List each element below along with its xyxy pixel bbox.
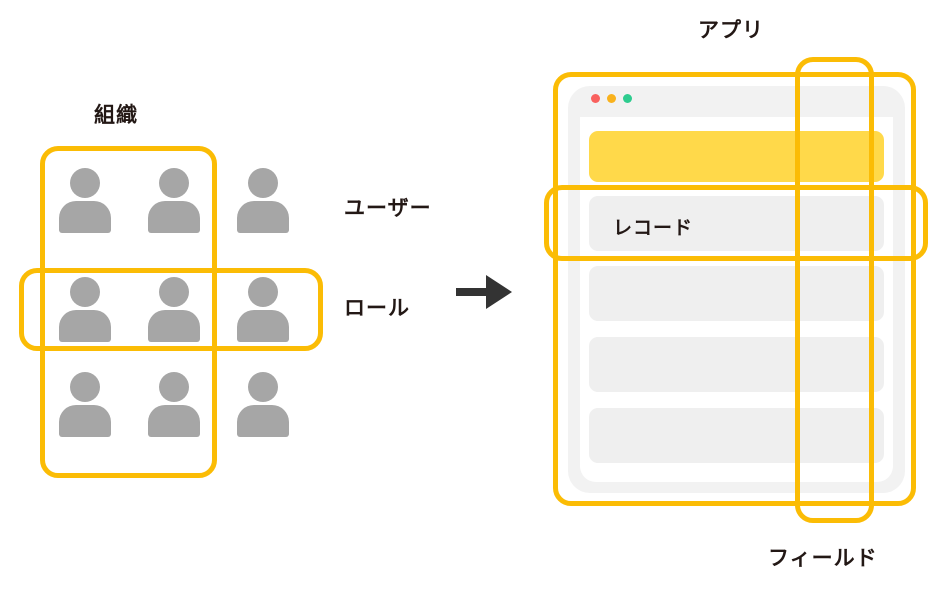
- person-head: [159, 372, 189, 402]
- record-label: レコード: [613, 217, 694, 239]
- person-body: [148, 201, 200, 233]
- record-row[interactable]: [589, 196, 884, 251]
- maximize-dot[interactable]: [623, 94, 632, 103]
- person-body: [59, 405, 111, 437]
- role-highlight-box: [19, 268, 323, 351]
- field-label: フィールド: [768, 546, 878, 570]
- person-head: [248, 168, 278, 198]
- field-highlight-box: [795, 57, 874, 523]
- person-head: [248, 372, 278, 402]
- person-body: [59, 310, 111, 342]
- person-body: [237, 405, 289, 437]
- person-icon: [235, 277, 291, 342]
- person-head: [70, 277, 100, 307]
- person-icon: [57, 277, 113, 342]
- minimize-dot[interactable]: [607, 94, 616, 103]
- user-label: ユーザー: [344, 196, 432, 220]
- data-row-3[interactable]: [589, 337, 884, 392]
- organization-highlight-box: [40, 146, 217, 478]
- person-icon: [57, 372, 113, 437]
- person-icon: [146, 168, 202, 233]
- person-icon: [235, 372, 291, 437]
- person-icon: [146, 277, 202, 342]
- person-body: [148, 310, 200, 342]
- person-body: [148, 405, 200, 437]
- data-row-4[interactable]: [589, 408, 884, 463]
- record-highlight-box: [544, 185, 928, 261]
- close-dot[interactable]: [591, 94, 600, 103]
- person-head: [70, 168, 100, 198]
- app-highlight-box: [553, 72, 916, 506]
- person-head: [159, 277, 189, 307]
- person-body: [237, 201, 289, 233]
- window-controls: [591, 94, 632, 103]
- person-icon: [235, 168, 291, 233]
- person-body: [237, 310, 289, 342]
- person-icon: [57, 168, 113, 233]
- header-row[interactable]: [589, 131, 884, 182]
- person-body: [59, 201, 111, 233]
- app-title: アプリ: [698, 18, 764, 42]
- person-head: [248, 277, 278, 307]
- data-row-2[interactable]: [589, 266, 884, 321]
- role-label: ロール: [344, 296, 410, 320]
- right-arrow-icon: [456, 275, 512, 309]
- person-icon: [146, 372, 202, 437]
- organization-title: 組織: [94, 103, 138, 127]
- person-head: [70, 372, 100, 402]
- person-head: [159, 168, 189, 198]
